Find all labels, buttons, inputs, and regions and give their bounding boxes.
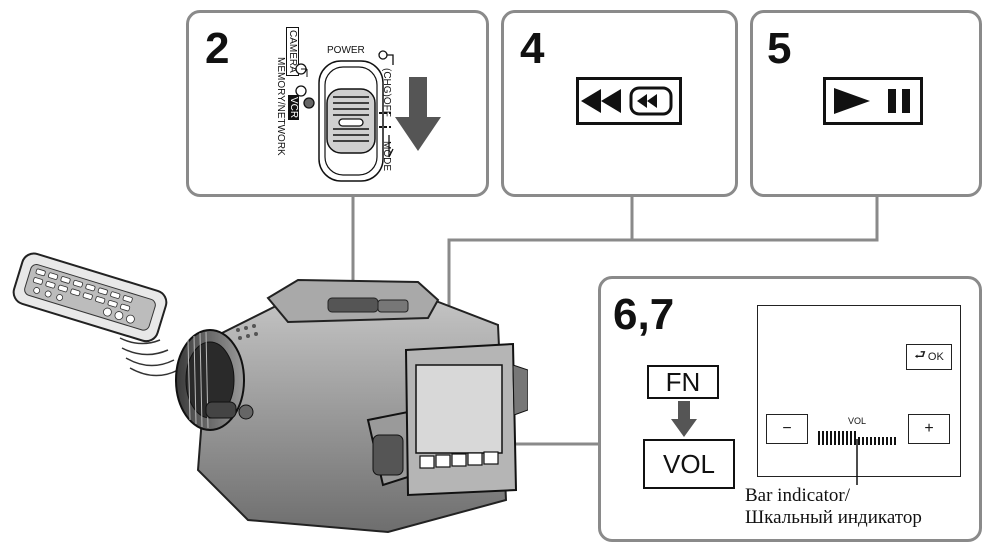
volume-bar-indicator <box>818 431 896 445</box>
rewind-icon <box>581 86 673 116</box>
down-arrow-small-icon <box>671 401 697 437</box>
panel-step-4: 4 <box>501 10 738 197</box>
play-pause-icon <box>834 88 910 114</box>
power-label: POWER <box>327 45 365 56</box>
camcorder <box>175 278 528 534</box>
play-pause-button[interactable] <box>823 77 923 125</box>
power-switch <box>295 50 394 182</box>
panel-step-6-7: 6,7 FN VOL ⮐ OK − + VOL <box>598 276 982 542</box>
panel-step-5: 5 <box>750 10 982 197</box>
caption-pointer <box>856 439 858 485</box>
remote-control <box>12 252 179 377</box>
leader-line-step5 <box>632 196 879 242</box>
minus-button[interactable]: − <box>766 414 808 444</box>
vol-button[interactable]: VOL <box>643 439 735 489</box>
step-number-4: 4 <box>520 24 545 73</box>
vol-caption: VOL <box>848 416 867 426</box>
plus-button[interactable]: + <box>908 414 950 444</box>
step-number-6-7: 6,7 <box>613 290 675 339</box>
bar-indicator-caption-ru: Шкальный индикатор <box>745 507 922 528</box>
step-number-5: 5 <box>767 24 792 73</box>
fn-button[interactable]: FN <box>647 365 719 399</box>
rewind-button[interactable] <box>576 77 682 125</box>
bar-indicator-caption-en: Bar indicator/ <box>745 485 850 506</box>
step-number-2: 2 <box>205 24 230 73</box>
return-icon: ⮐ <box>914 347 926 362</box>
lcd-screen: ⮐ OK − + VOL <box>757 305 961 477</box>
down-arrow-icon <box>395 77 441 151</box>
ok-button[interactable]: ⮐ OK <box>906 344 952 370</box>
panel-step-2: 2 CAMERA MEMORY/NETWORK VCR POWER (CHG)O… <box>186 10 489 197</box>
